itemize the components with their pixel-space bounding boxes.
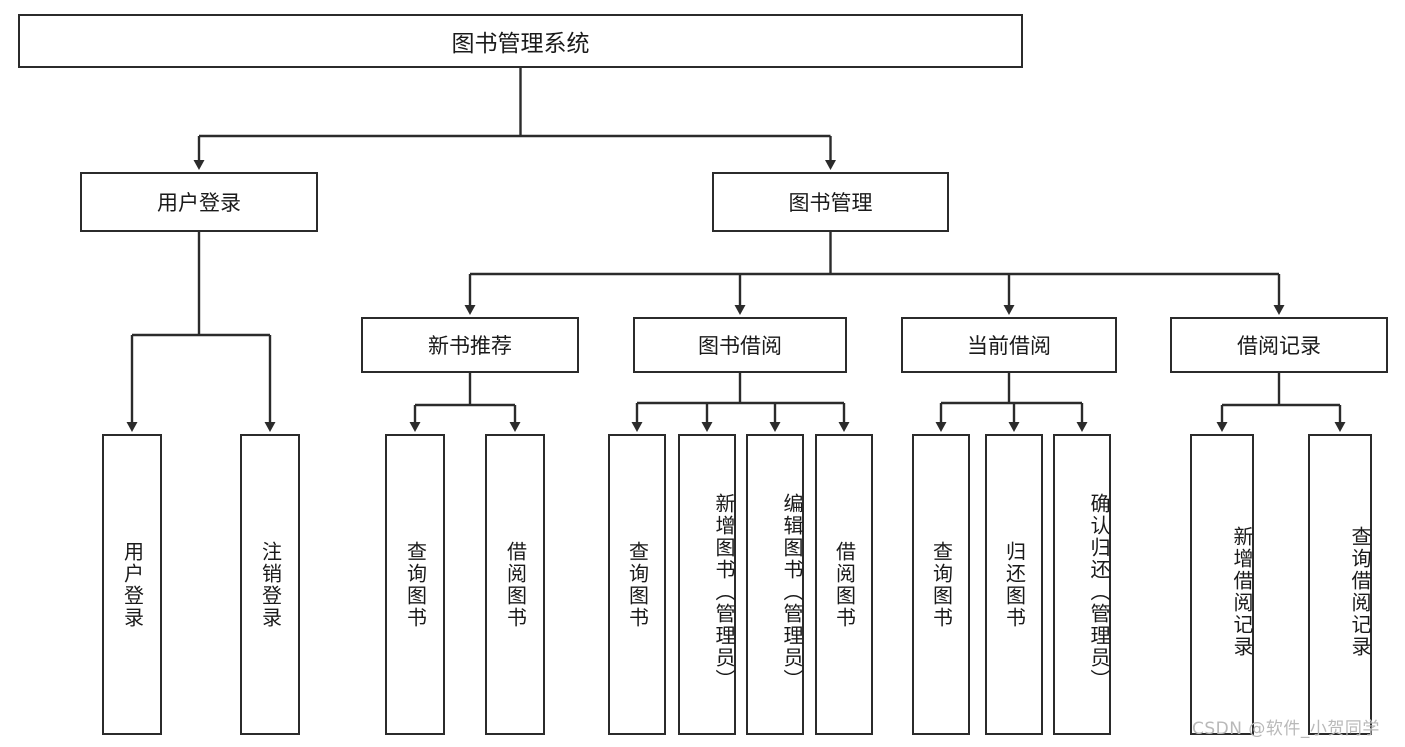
node-current[interactable]: 当前借阅: [901, 317, 1117, 373]
node-l-cu-q[interactable]: 查询图书: [912, 434, 970, 735]
node-label: 借阅记录: [1237, 334, 1321, 358]
node-l-bo-edit[interactable]: 编辑图书（管理员）: [746, 434, 804, 735]
node-label: 借阅图书: [503, 540, 528, 629]
node-label: 用户登录: [120, 540, 145, 629]
node-label: 新增借阅记录: [1230, 525, 1254, 658]
node-label: 确认归还（管理员）: [1087, 492, 1111, 691]
node-borrow[interactable]: 图书借阅: [633, 317, 847, 373]
node-label: 用户登录: [157, 191, 241, 215]
node-l-re-q[interactable]: 查询借阅记录: [1308, 434, 1372, 735]
csdn-watermark: CSDN @软件_小贺同学: [1192, 719, 1380, 739]
node-l-cu-conf[interactable]: 确认归还（管理员）: [1053, 434, 1111, 735]
node-l-login[interactable]: 用户登录: [102, 434, 162, 735]
node-label: 新书推荐: [428, 334, 512, 358]
node-newbook[interactable]: 新书推荐: [361, 317, 579, 373]
node-root[interactable]: 图书管理系统: [18, 14, 1023, 68]
node-label: 查询图书: [625, 540, 650, 629]
node-label: 注销登录: [258, 540, 283, 629]
node-l-nb-b[interactable]: 借阅图书: [485, 434, 545, 735]
node-label: 图书借阅: [698, 334, 782, 358]
node-l-bo-add[interactable]: 新增图书（管理员）: [678, 434, 736, 735]
node-records[interactable]: 借阅记录: [1170, 317, 1388, 373]
node-label: 图书管理: [788, 191, 873, 215]
node-label: 归还图书: [1002, 540, 1027, 629]
node-login[interactable]: 用户登录: [80, 172, 318, 232]
node-l-nb-q[interactable]: 查询图书: [385, 434, 445, 735]
node-label: 查询图书: [929, 540, 954, 629]
node-label: 新增图书（管理员）: [712, 492, 736, 691]
node-l-cu-ret[interactable]: 归还图书: [985, 434, 1043, 735]
node-label: 查询图书: [403, 540, 428, 629]
node-label: 查询借阅记录: [1348, 525, 1372, 658]
node-label: 当前借阅: [967, 334, 1051, 358]
node-label: 图书管理系统: [451, 31, 590, 57]
node-l-bo-bor[interactable]: 借阅图书: [815, 434, 873, 735]
node-l-logout[interactable]: 注销登录: [240, 434, 300, 735]
node-label: 编辑图书（管理员）: [780, 492, 804, 691]
node-bookmgmt[interactable]: 图书管理: [712, 172, 949, 232]
node-l-re-add[interactable]: 新增借阅记录: [1190, 434, 1254, 735]
node-label: 借阅图书: [832, 540, 857, 629]
node-l-bo-q[interactable]: 查询图书: [608, 434, 666, 735]
